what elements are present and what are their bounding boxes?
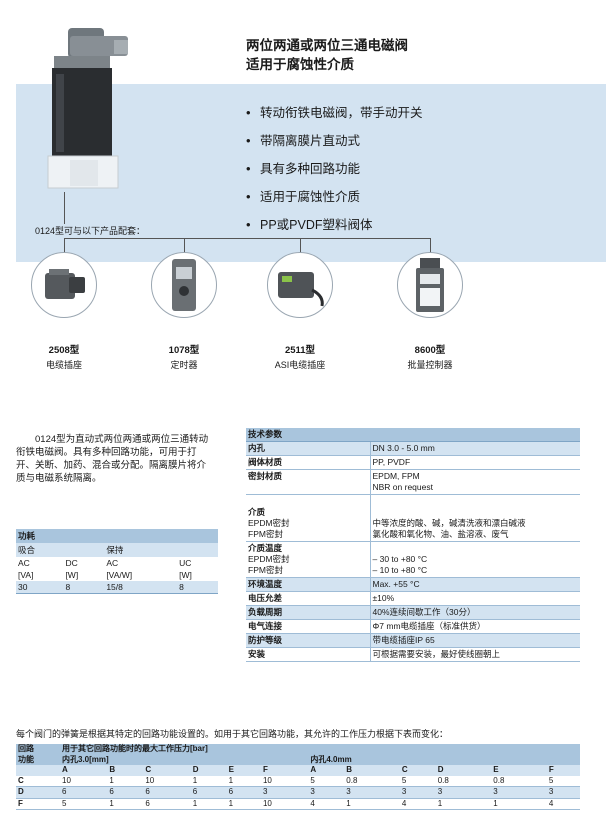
power-label: AC: [106, 558, 119, 568]
compat-label: 0124型可与以下产品配套：: [35, 226, 146, 236]
col-letter: D: [435, 765, 492, 776]
power-unit: [VA]: [18, 570, 34, 580]
col-letter: D: [190, 765, 227, 776]
col-letter: E: [226, 765, 261, 776]
power-unit: [W]: [65, 570, 79, 580]
bullet-icon: •: [246, 189, 251, 204]
col-letter: B: [344, 765, 400, 776]
connector-line: [184, 238, 185, 254]
table-row: 阀体材质 PP, PVDF: [246, 455, 580, 470]
power-keeping-header: 保持: [104, 543, 218, 557]
pressure-table: 回路 用于其它回路功能时的最大工作压力[bar] 功能 内孔3.0[mm] 内孔…: [16, 744, 580, 810]
power-unit: [W]: [179, 570, 192, 580]
asi-socket-icon: [278, 272, 324, 307]
bore-3-header: 内孔3.0[mm]: [60, 754, 309, 765]
product-image: [151, 252, 217, 318]
product-image: [267, 252, 333, 318]
product-image: [397, 252, 463, 318]
pressure-note: 每个阀门的弹簧是根据其特定的回路功能设置的。如用于其它回路功能，其允许的工作压力…: [16, 729, 449, 739]
bore-4-header: 内孔4.0mm: [308, 754, 580, 765]
timer-icon: [172, 259, 196, 311]
power-table: 功耗 吸合 保持 AC DC AC UC [VA] [W] [VA/W] [W]…: [16, 529, 218, 594]
table-row: 环境温度 Max. +55 °C: [246, 577, 580, 592]
feature-item: •带隔离膜片直动式: [246, 133, 361, 148]
title-line-1: 两位两通或两位三通电磁阀: [246, 38, 408, 53]
table-row: 负载周期 40%连续间歇工作（30分）: [246, 605, 580, 620]
col-letter: F: [260, 765, 309, 776]
col-letter: B: [107, 765, 144, 776]
feature-list: •转动衔铁电磁阀，带手动开关 •带隔离膜片直动式 •具有多种回路功能 •适用于腐…: [246, 104, 423, 244]
batch-controller-icon: [416, 258, 444, 312]
table-row: 电压允差 ±10%: [246, 591, 580, 606]
product-image: [31, 252, 97, 318]
power-holding-header: 吸合: [16, 543, 105, 557]
connector-line: [64, 192, 65, 224]
power-label: AC: [18, 558, 30, 568]
feature-item: •适用于腐蚀性介质: [246, 189, 361, 204]
power-label: DC: [65, 558, 78, 568]
power-unit: [VA/W]: [106, 570, 133, 580]
product-name: 8600型: [414, 345, 446, 356]
table-row: D 6 6 6 6 6 3 3 3 3 3 3 3: [16, 786, 580, 799]
power-value: 8: [63, 581, 105, 594]
feature-item: •转动衔铁电磁阀，带手动开关: [246, 105, 423, 120]
connector-line: [430, 238, 431, 254]
product-description: 0124型为直动式两位两通或两位三通转动衔铁电磁阀。具有多种回路功能，可用于打开…: [16, 434, 209, 484]
connector-line: [64, 238, 65, 254]
cable-socket-icon: [45, 269, 85, 299]
col-letter: E: [491, 765, 547, 776]
bullet-icon: •: [246, 217, 251, 232]
col-letter: A: [308, 765, 345, 776]
spec-title: 技术参数: [246, 428, 580, 442]
product-2508: 2508型 电缆插座: [16, 252, 112, 371]
bullet-icon: •: [246, 105, 251, 120]
bullet-icon: •: [246, 161, 251, 176]
product-name: 1078型: [168, 345, 200, 356]
col-func-header: 回路: [16, 744, 60, 755]
spec-table: 技术参数 内孔 DN 3.0 - 5.0 mm 阀体材质 PP, PVDF 密封…: [246, 428, 580, 662]
power-title: 功耗: [16, 529, 218, 543]
title-line-2: 适用于腐蚀性介质: [246, 57, 354, 72]
connector-line: [300, 238, 301, 254]
power-value: 8: [177, 581, 218, 594]
pressure-title: 用于其它回路功能时的最大工作压力[bar]: [60, 744, 580, 755]
power-value: 30: [16, 581, 64, 594]
table-row: 防护等级 带电缆插座IP 65: [246, 633, 580, 648]
col-letter: C: [399, 765, 436, 776]
solenoid-valve-image: [47, 28, 128, 189]
product-desc: 批量控制器: [407, 360, 453, 370]
product-8600: 8600型 批量控制器: [382, 252, 478, 371]
feature-item: •具有多种回路功能: [246, 161, 361, 176]
page-title: 两位两通或两位三通电磁阀 适用于腐蚀性介质: [246, 36, 408, 74]
table-row: 内孔 DN 3.0 - 5.0 mm: [246, 441, 580, 456]
power-label: UC: [179, 558, 192, 568]
product-desc: 定时器: [170, 360, 198, 370]
table-row: F 5 1 6 1 1 10 4 1 4 1 1 4: [16, 798, 580, 810]
product-desc: 电缆插座: [45, 360, 82, 370]
product-2511: 2511型 ASI电缆插座: [252, 252, 348, 371]
col-func-header: 功能: [16, 754, 60, 765]
product-name: 2511型: [284, 345, 316, 356]
product-name: 2508型: [48, 345, 80, 356]
connector-line: [64, 238, 430, 239]
power-value: 15/8: [104, 581, 178, 594]
bullet-icon: •: [246, 133, 251, 148]
feature-item: •PP或PVDF塑料阀体: [246, 217, 373, 232]
table-row: 电气连接 Φ7 mm电缆插座（标准供货）: [246, 619, 580, 634]
product-desc: ASI电缆插座: [274, 360, 326, 370]
table-row: 安装 可根据需要安装，最好使线圈朝上: [246, 647, 580, 662]
product-1078: 1078型 定时器: [136, 252, 232, 371]
col-letter: A: [60, 765, 108, 776]
col-letter: F: [546, 765, 580, 776]
col-letter: C: [143, 765, 191, 776]
table-row: C 10 1 10 1 1 10 5 0.8 5 0.8 0.8 5: [16, 775, 580, 787]
